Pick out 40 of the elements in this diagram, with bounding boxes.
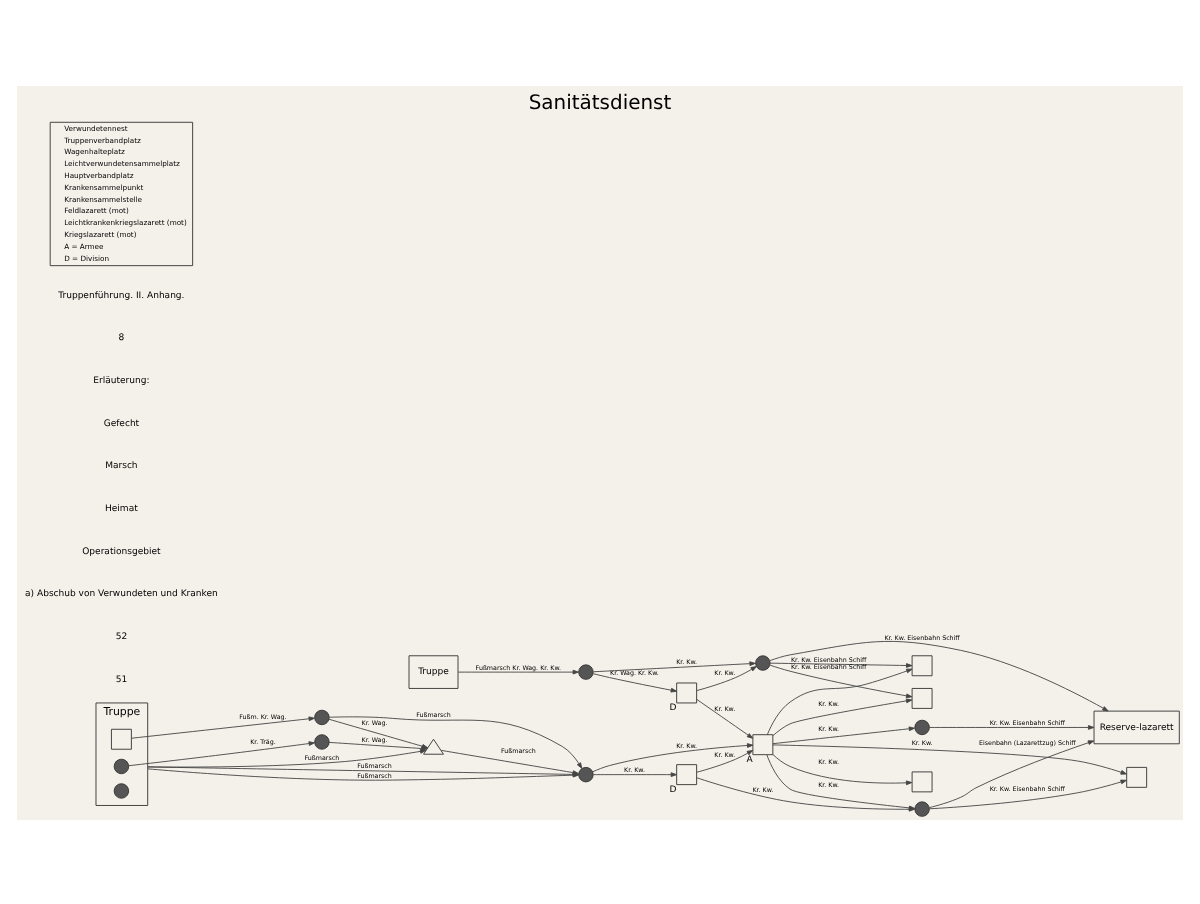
- node-circle: [578, 765, 594, 782]
- arrow: [772, 753, 913, 785]
- arrow: [769, 663, 913, 698]
- diagram-title: Sanitätsdienst: [528, 92, 672, 115]
- arrow: [328, 715, 583, 768]
- arrow: [696, 697, 754, 738]
- arrow: [769, 661, 913, 667]
- node-circle: [113, 757, 130, 774]
- node-circle: [113, 782, 130, 798]
- node-circle: [914, 800, 930, 816]
- arrow: [696, 748, 754, 772]
- arrow: [592, 672, 678, 692]
- node-box: [110, 727, 132, 749]
- node-box: [752, 733, 774, 755]
- arrow: [593, 660, 756, 672]
- node-circle: [314, 708, 330, 725]
- node-box: [911, 687, 933, 708]
- node-box: [676, 681, 698, 703]
- arrow: [131, 715, 315, 738]
- node-box: [911, 770, 933, 792]
- arrow: [928, 724, 1095, 729]
- node-circle: [314, 733, 330, 749]
- arrow: [592, 771, 678, 776]
- arrow: [128, 740, 315, 766]
- arrow: [928, 739, 1095, 808]
- node-box: [1126, 765, 1148, 787]
- arrow: [769, 639, 1109, 711]
- arrow: [929, 778, 1127, 809]
- node-circle: [578, 663, 594, 679]
- node-box: [676, 763, 698, 785]
- arrow: [772, 697, 913, 735]
- arrow: [592, 742, 754, 772]
- node-circle: [755, 654, 771, 670]
- arrow: [772, 743, 1127, 774]
- arrow: [766, 667, 913, 735]
- arrow: [696, 665, 757, 690]
- node-box: [911, 654, 933, 676]
- node-circle: [914, 718, 930, 735]
- arrow: [457, 668, 579, 674]
- arrow: [772, 725, 916, 744]
